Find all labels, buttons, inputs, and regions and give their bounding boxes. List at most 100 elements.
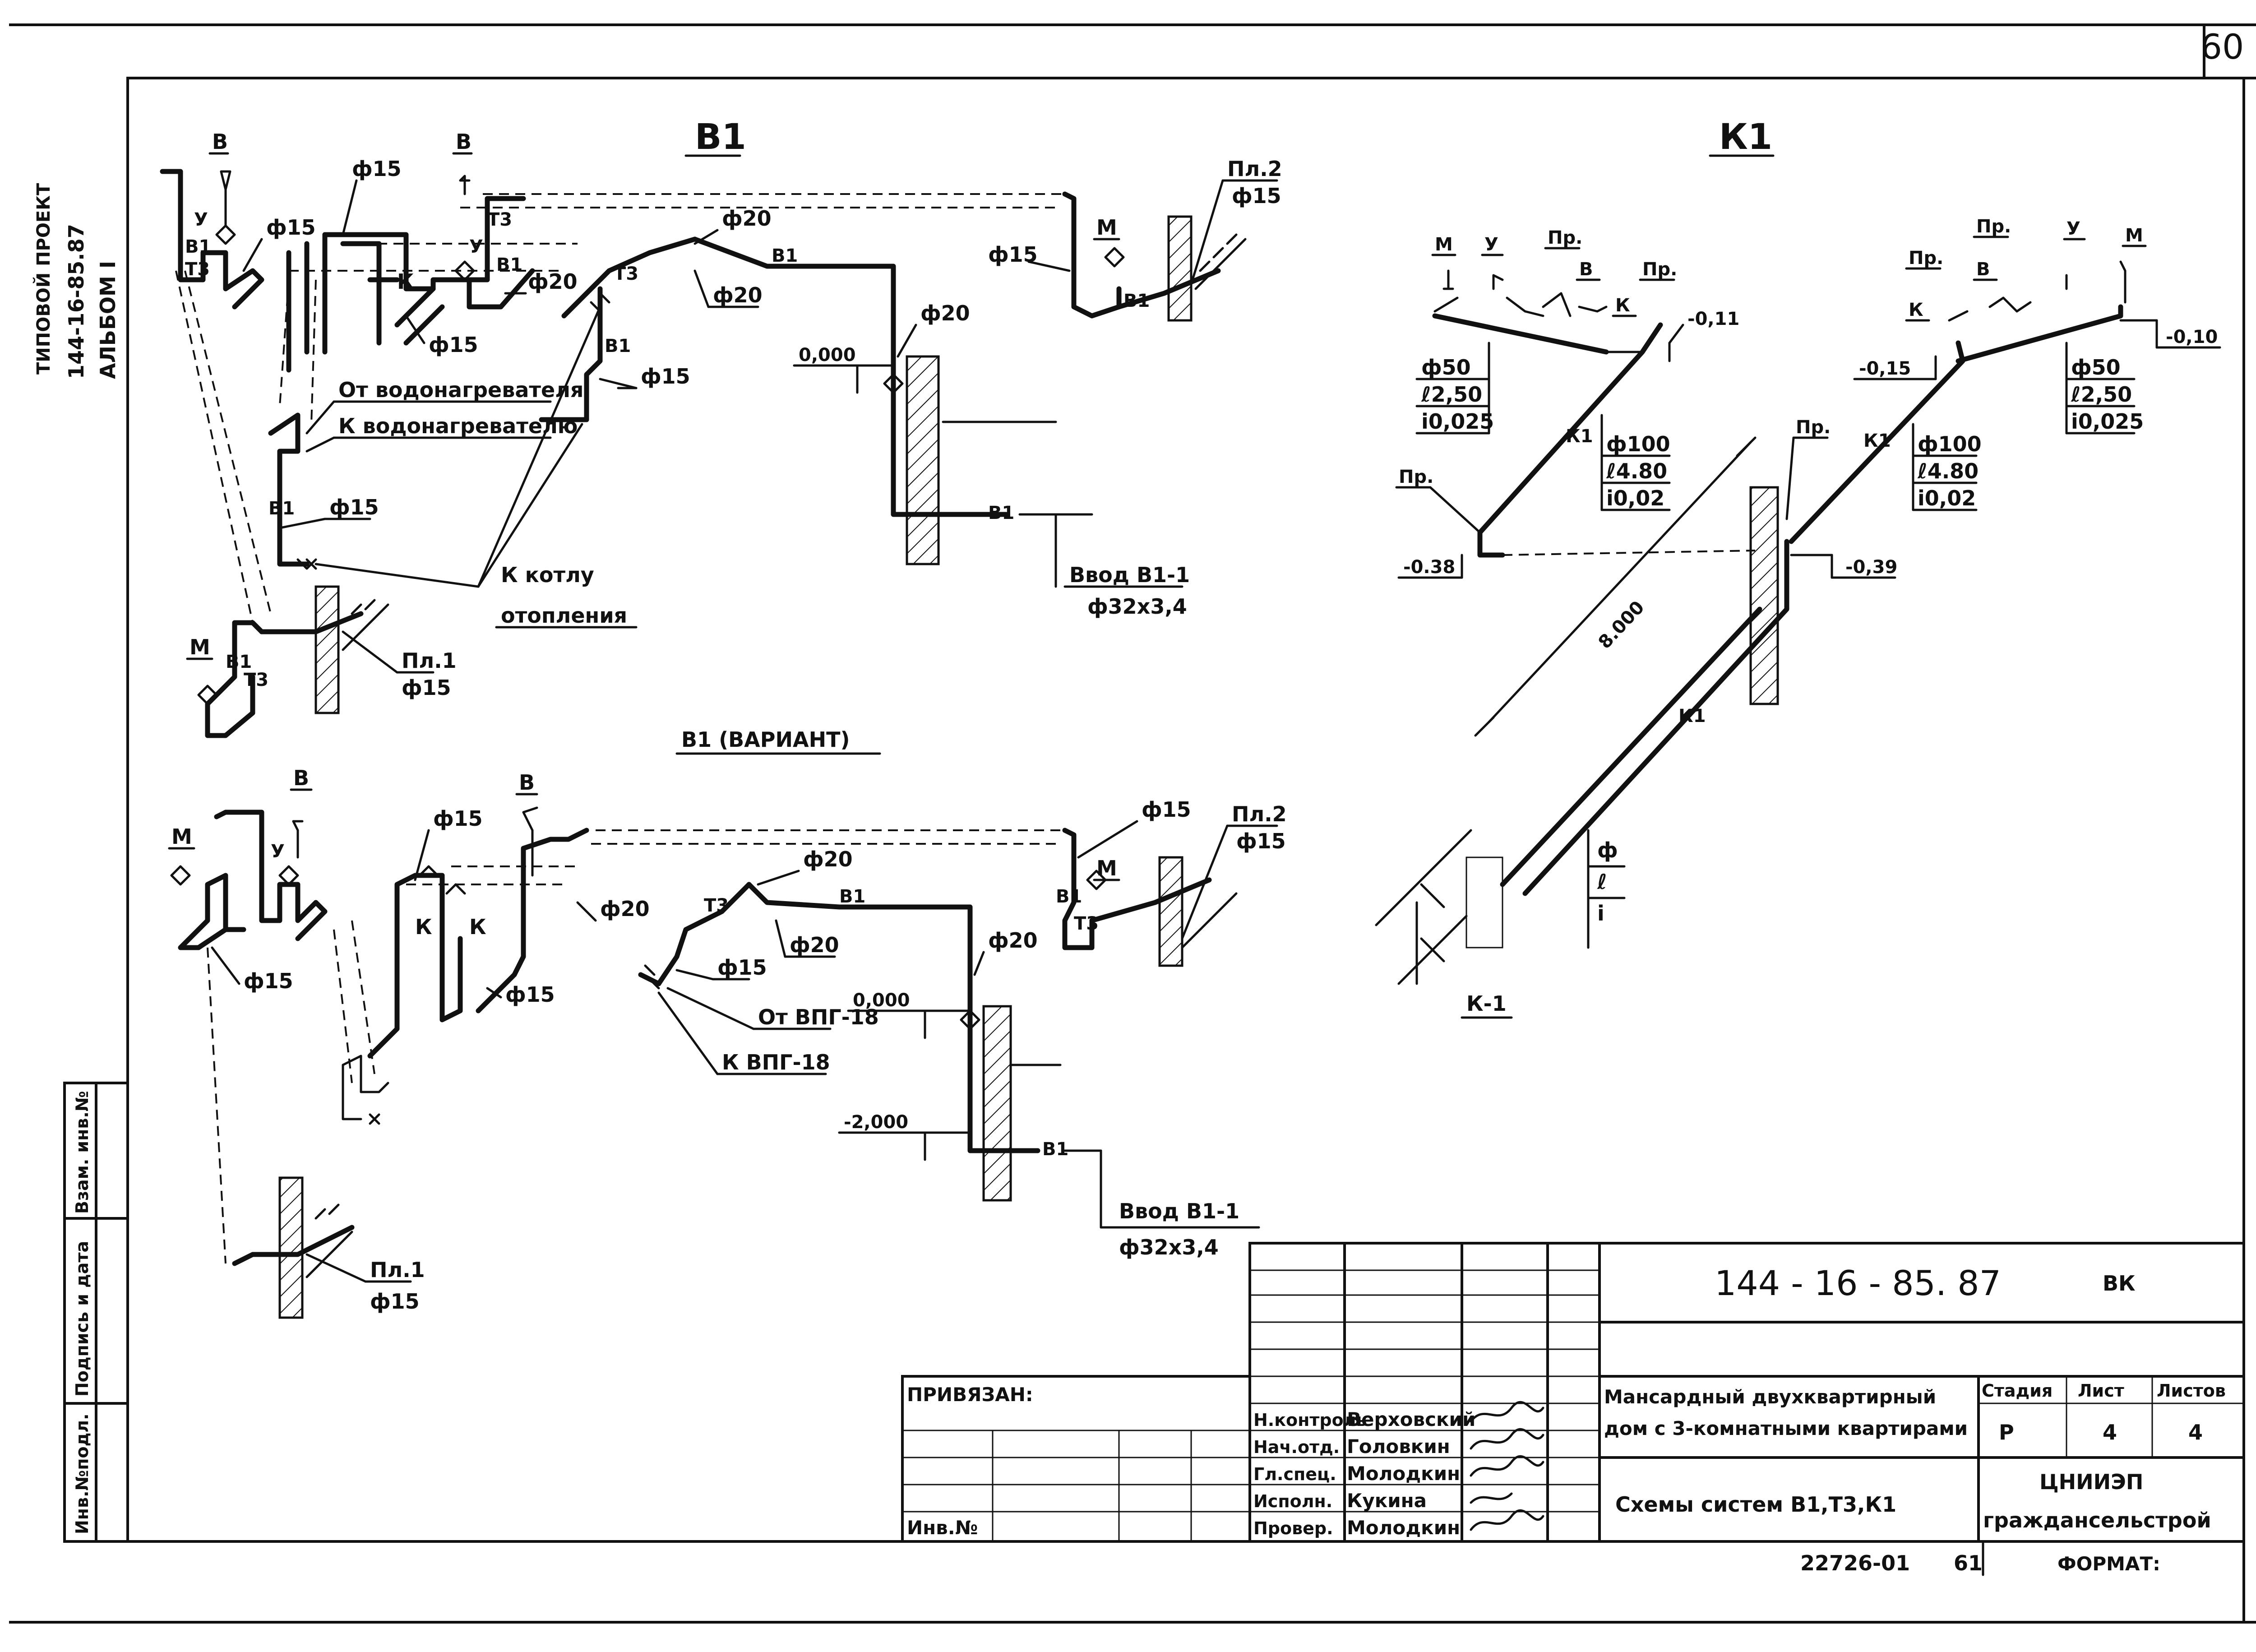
left-columns: Инв.№подл. Подпись и дата Взам. инв.№: [63, 1082, 129, 1543]
col-podpis-data: Подпись и дата: [72, 1241, 92, 1397]
b1-elev-0: 0,000: [799, 345, 856, 366]
b1-label-b1-heater: В1: [605, 336, 631, 356]
b1var-label-v-mid: В: [519, 770, 535, 795]
tb-sheet: 4: [2103, 1420, 2117, 1444]
b1-title: В1: [695, 117, 746, 157]
b1-label-b1-riser: В1: [268, 498, 295, 519]
b1var-label-b1-right: В1: [1056, 886, 1082, 907]
b1-label-t3-left: Т3: [185, 259, 210, 280]
tb-project-2: дом с 3-комнатными квартирами: [1604, 1417, 1968, 1439]
b1-d15-b: ф15: [352, 157, 402, 181]
k1r-k1: К1: [1863, 430, 1891, 451]
k1-length: 8.000: [1595, 597, 1649, 653]
b1-d20-b: ф20: [722, 206, 772, 231]
tb-role-4: Провер.: [1253, 1518, 1333, 1538]
tb-inv-no: Инв.№: [907, 1517, 978, 1539]
b1-label-b1-mid: В1: [496, 255, 522, 275]
diagram-b1-variant: В1 (ВАРИАНТ) М В У ф15 В К К ф15 ф15 ф20: [168, 727, 1287, 1319]
b1-d15-a: ф15: [266, 215, 316, 240]
b1-label-t3-heater: Т3: [614, 264, 638, 284]
tb-name-0: Верховский: [1347, 1408, 1475, 1430]
b1var-label-v-left: В: [293, 766, 309, 790]
tb-org-2: граждансельстрой: [1983, 1508, 2211, 1532]
k1-legend-i: i: [1597, 901, 1604, 925]
tb-name-3: Кукина: [1347, 1490, 1427, 1512]
b1-d15-f: ф15: [329, 495, 379, 519]
tb-sheet-label: Лист: [2078, 1381, 2124, 1401]
k1r-u: У: [2066, 218, 2080, 239]
k1l-v: В: [1579, 259, 1593, 280]
k1r-spec2-l: ℓ4.80: [1917, 459, 1979, 483]
b1var-label-b1-main: В1: [839, 886, 865, 907]
side-stamp: ТИПОВОЙ ПРОЕКТ 144-16-85.87 АЛЬБОМ I: [32, 183, 120, 379]
b1-inlet-size: ф32х3,4: [1087, 594, 1187, 619]
b1-d20-a: ф20: [528, 269, 578, 294]
b1var-label-m-right: М: [1096, 856, 1117, 880]
b1var-label-t3-right: Т3: [1074, 913, 1099, 934]
signatures: [1470, 1401, 1544, 1531]
k1l-pr3: Пр.: [1399, 467, 1433, 487]
b1var-d15-e: ф15: [1142, 797, 1191, 822]
b1-pl2: Пл.2: [1227, 157, 1282, 181]
b1-pl2-d15: ф15: [1232, 184, 1281, 208]
k1-legend-l: ℓ: [1597, 870, 1607, 894]
b1var-d20-b: ф20: [803, 847, 853, 871]
b1-label-t3-mid: Т3: [487, 209, 512, 230]
tb-role-0: Н.контроль: [1253, 1410, 1367, 1430]
k1r-spec2-i: i0,02: [1918, 486, 1976, 510]
k1-main-label: К1: [1678, 706, 1706, 727]
tb-project-1: Мансардный двухквартирный: [1604, 1386, 1936, 1408]
b1var-d15-b: ф15: [433, 806, 483, 831]
tb-sheets-label: Листов: [2157, 1381, 2226, 1401]
tb-role-3: Исполн.: [1253, 1491, 1332, 1511]
b1var-label-b1-inlet: В1: [1042, 1139, 1068, 1160]
b1-label-m-right: М: [1096, 215, 1117, 240]
k1l-spec1-l: ℓ2,50: [1421, 382, 1482, 407]
b1var-pl2-d15: ф15: [1236, 829, 1286, 853]
b1var-label-u-left: У: [271, 841, 285, 862]
b1-d20-d: ф20: [920, 301, 970, 325]
b1var-inlet-label: Ввод В1-1: [1119, 1199, 1239, 1223]
b1-pl1: Пл.1: [402, 648, 457, 673]
k1l-spec1-d: ф50: [1421, 355, 1471, 379]
k1r-elev-top: -0,10: [2166, 327, 2218, 347]
b1var-elev-0: 0,000: [853, 990, 910, 1011]
b1-to-boiler-2: отопления: [501, 603, 627, 628]
side-stamp-line2: 144-16-85.87: [64, 224, 88, 379]
b1var-d20-c: ф20: [790, 933, 839, 957]
k1l-m: М: [1435, 234, 1453, 255]
k1r-elev-bottom: -0,39: [1845, 557, 1897, 578]
col-vzam-inv: Взам. инв.№: [72, 1091, 92, 1214]
k1l-spec2-l: ℓ4.80: [1606, 459, 1667, 483]
k1l-k1: К1: [1566, 426, 1593, 447]
tb-name-4: Молодкин: [1347, 1517, 1460, 1539]
k1l-pr: Пр.: [1548, 227, 1582, 248]
title-block: ПРИВЯЗАН: Инв.№ Н.контроль Верховский На…: [901, 1242, 2245, 1576]
b1var-elev-2: -2,000: [844, 1112, 908, 1133]
b1var-to-vpg: К ВПГ-18: [722, 1050, 830, 1074]
k1r-spec2-d: ф100: [1918, 432, 1982, 456]
tb-role-1: Нач.отд.: [1253, 1437, 1340, 1457]
col-inv-podl: Инв.№подл.: [72, 1413, 92, 1534]
b1-inlet-label: Ввод В1-1: [1069, 563, 1190, 587]
page-number: 60: [2201, 27, 2244, 67]
b1var-pl2: Пл.2: [1232, 802, 1287, 826]
tb-format-label: ФОРМАТ:: [2057, 1553, 2160, 1575]
k1r-pr-a: Пр.: [1976, 216, 2011, 237]
b1-from-heater: От водонагревателя: [338, 378, 583, 402]
tb-sheets: 4: [2188, 1420, 2203, 1444]
b1-to-boiler-1: К котлу: [501, 563, 594, 587]
tb-code: 144 - 16 - 85. 87: [1715, 1263, 2001, 1303]
k1r-elev-left: -0,15: [1859, 358, 1911, 379]
k1l-spec2-d: ф100: [1606, 432, 1670, 456]
tb-section: ВК: [2103, 1271, 2136, 1296]
b1var-pl1-d15: ф15: [370, 1289, 420, 1314]
tb-drawing-title: Схемы систем В1,Т3,К1: [1615, 1492, 1896, 1517]
b1var-label-k-a: К: [415, 915, 432, 939]
tb-stage: Р: [1999, 1420, 2014, 1444]
diagram-b1: В1 В У В1 Т3 ф15 ф15 В К У Т3 В1 ф15 ф20: [160, 117, 1282, 738]
k1r-k: К: [1909, 300, 1923, 320]
b1var-label-t3: Т3: [704, 895, 729, 916]
b1-label-u-left: У: [194, 209, 208, 230]
